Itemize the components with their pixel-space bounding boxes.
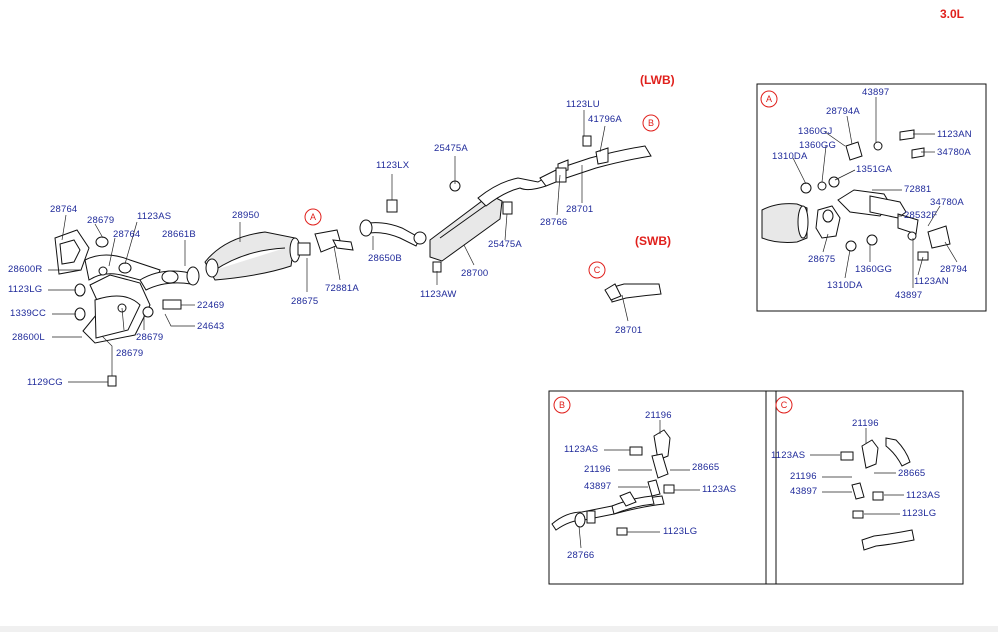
- detail-box-c: [765, 390, 964, 585]
- front-pipe: [139, 266, 200, 318]
- a-label-1360gg-2: 1360GG: [855, 264, 892, 275]
- detail-c-labels: 21196 1123AS 28665 21196 43897 1123AS 11…: [771, 418, 940, 519]
- b-label-1123as-1: 1123AS: [564, 444, 598, 455]
- a-label-1351ga: 1351GA: [856, 164, 893, 175]
- label-1123lx: 1123LX: [376, 160, 410, 171]
- callout-b-detail: B: [553, 396, 571, 414]
- detail-b-leaders: [578, 420, 700, 549]
- c-label-21196-b: 21196: [790, 471, 817, 482]
- label-28675: 28675: [291, 296, 318, 307]
- b-label-21196-b: 21196: [584, 464, 611, 475]
- label-1123lg: 1123LG: [8, 284, 42, 295]
- b-label-28766: 28766: [567, 550, 594, 561]
- label-28679-c: 28679: [136, 332, 163, 343]
- label-1123as: 1123AS: [137, 211, 171, 222]
- detail-a-drawing: [761, 129, 951, 261]
- label-28650b: 28650B: [368, 253, 402, 264]
- label-1339cc: 1339CC: [10, 308, 46, 319]
- a-label-1310da-1: 1310DA: [772, 151, 808, 162]
- label-28701-b: 28701: [615, 325, 642, 336]
- svg-text:C: C: [594, 265, 601, 275]
- detail-a-leaders: [792, 97, 958, 288]
- c-label-1123as-1: 1123AS: [771, 450, 805, 461]
- muffler: [429, 174, 549, 273]
- label-25475a-b: 25475A: [488, 239, 522, 250]
- lwb-label: (LWB): [640, 73, 675, 87]
- manifold-assembly: [54, 229, 161, 387]
- b-label-28665: 28665: [692, 462, 719, 473]
- label-28766: 28766: [540, 217, 567, 228]
- bottom-edge: [0, 626, 998, 632]
- label-24643: 24643: [197, 321, 224, 332]
- a-label-28794: 28794: [940, 264, 967, 275]
- b-label-43897: 43897: [584, 481, 611, 492]
- label-25475a-a: 25475A: [434, 143, 468, 154]
- detail-c-drawing: [840, 437, 915, 551]
- a-label-1123an-2: 1123AN: [914, 276, 949, 287]
- label-28661b: 28661B: [162, 229, 196, 240]
- label-22469: 22469: [197, 300, 224, 311]
- a-label-72881: 72881: [904, 184, 931, 195]
- svg-text:B: B: [648, 118, 654, 128]
- main-leaders: [48, 110, 629, 383]
- label-28600l: 28600L: [12, 332, 45, 343]
- label-28764-a: 28764: [50, 204, 77, 215]
- a-label-1360gj: 1360GJ: [798, 126, 833, 137]
- a-label-34780a-b: 34780A: [930, 197, 964, 208]
- swb-tail-pipe: [604, 283, 662, 303]
- a-label-1123an-1: 1123AN: [937, 129, 972, 140]
- callout-a-main: A: [304, 208, 322, 226]
- b-label-1123lg: 1123LG: [663, 526, 697, 537]
- a-label-1360gg-1: 1360GG: [799, 140, 836, 151]
- svg-text:C: C: [781, 400, 788, 410]
- detail-box-b: [548, 390, 777, 585]
- label-28764-b: 28764: [113, 229, 140, 240]
- label-1123aw: 1123AW: [420, 289, 457, 300]
- callout-c-detail: C: [775, 396, 793, 414]
- detail-b-labels: 21196 1123AS 28665 21196 43897 1123AS 11…: [564, 410, 736, 561]
- label-28950: 28950: [232, 210, 259, 221]
- callout-c-main: C: [588, 261, 606, 279]
- c-label-43897: 43897: [790, 486, 817, 497]
- label-28600r: 28600R: [8, 264, 42, 275]
- b-label-1123as-2: 1123AS: [702, 484, 736, 495]
- center-pipe: [314, 199, 427, 253]
- label-28679-b: 28679: [116, 348, 143, 359]
- svg-text:B: B: [559, 400, 565, 410]
- detail-a-labels: 43897 28794A 1123AN 1360GJ 34780A 1360GG…: [772, 87, 972, 301]
- label-1123lu: 1123LU: [566, 99, 600, 110]
- label-41796a: 41796A: [588, 114, 622, 125]
- a-label-1310da-2: 1310DA: [827, 280, 863, 291]
- label-28700: 28700: [461, 268, 488, 279]
- svg-text:A: A: [766, 94, 772, 104]
- label-28679-a: 28679: [87, 215, 114, 226]
- callout-a-detail: A: [760, 90, 778, 108]
- main-part-labels: 28764 28679 1123AS 28764 28950 28661B 28…: [8, 99, 642, 388]
- label-1129cg: 1129CG: [27, 377, 63, 388]
- callout-b-main: B: [642, 114, 660, 132]
- detail-c-leaders: [810, 428, 904, 515]
- c-label-21196-a: 21196: [852, 418, 879, 429]
- c-label-1123lg: 1123LG: [902, 508, 936, 519]
- a-label-28794a: 28794A: [826, 106, 860, 117]
- label-28701-a: 28701: [566, 204, 593, 215]
- a-label-43897-b: 43897: [895, 290, 922, 301]
- catalytic-converter: [204, 231, 311, 281]
- c-label-28665: 28665: [898, 468, 925, 479]
- a-label-34780a-a: 34780A: [937, 147, 971, 158]
- a-label-28532f: 28532F: [904, 210, 937, 221]
- engine-label: 3.0L: [940, 7, 964, 21]
- tail-pipe: [539, 135, 652, 187]
- a-label-43897-a: 43897: [862, 87, 889, 98]
- b-label-21196-a: 21196: [645, 410, 672, 421]
- label-72881a: 72881A: [325, 283, 359, 294]
- detail-box-a: [756, 83, 987, 312]
- svg-text:A: A: [310, 212, 316, 222]
- c-label-1123as-2: 1123AS: [906, 490, 940, 501]
- swb-label: (SWB): [635, 234, 671, 248]
- a-label-28675: 28675: [808, 254, 835, 265]
- detail-b-drawing: [551, 429, 675, 536]
